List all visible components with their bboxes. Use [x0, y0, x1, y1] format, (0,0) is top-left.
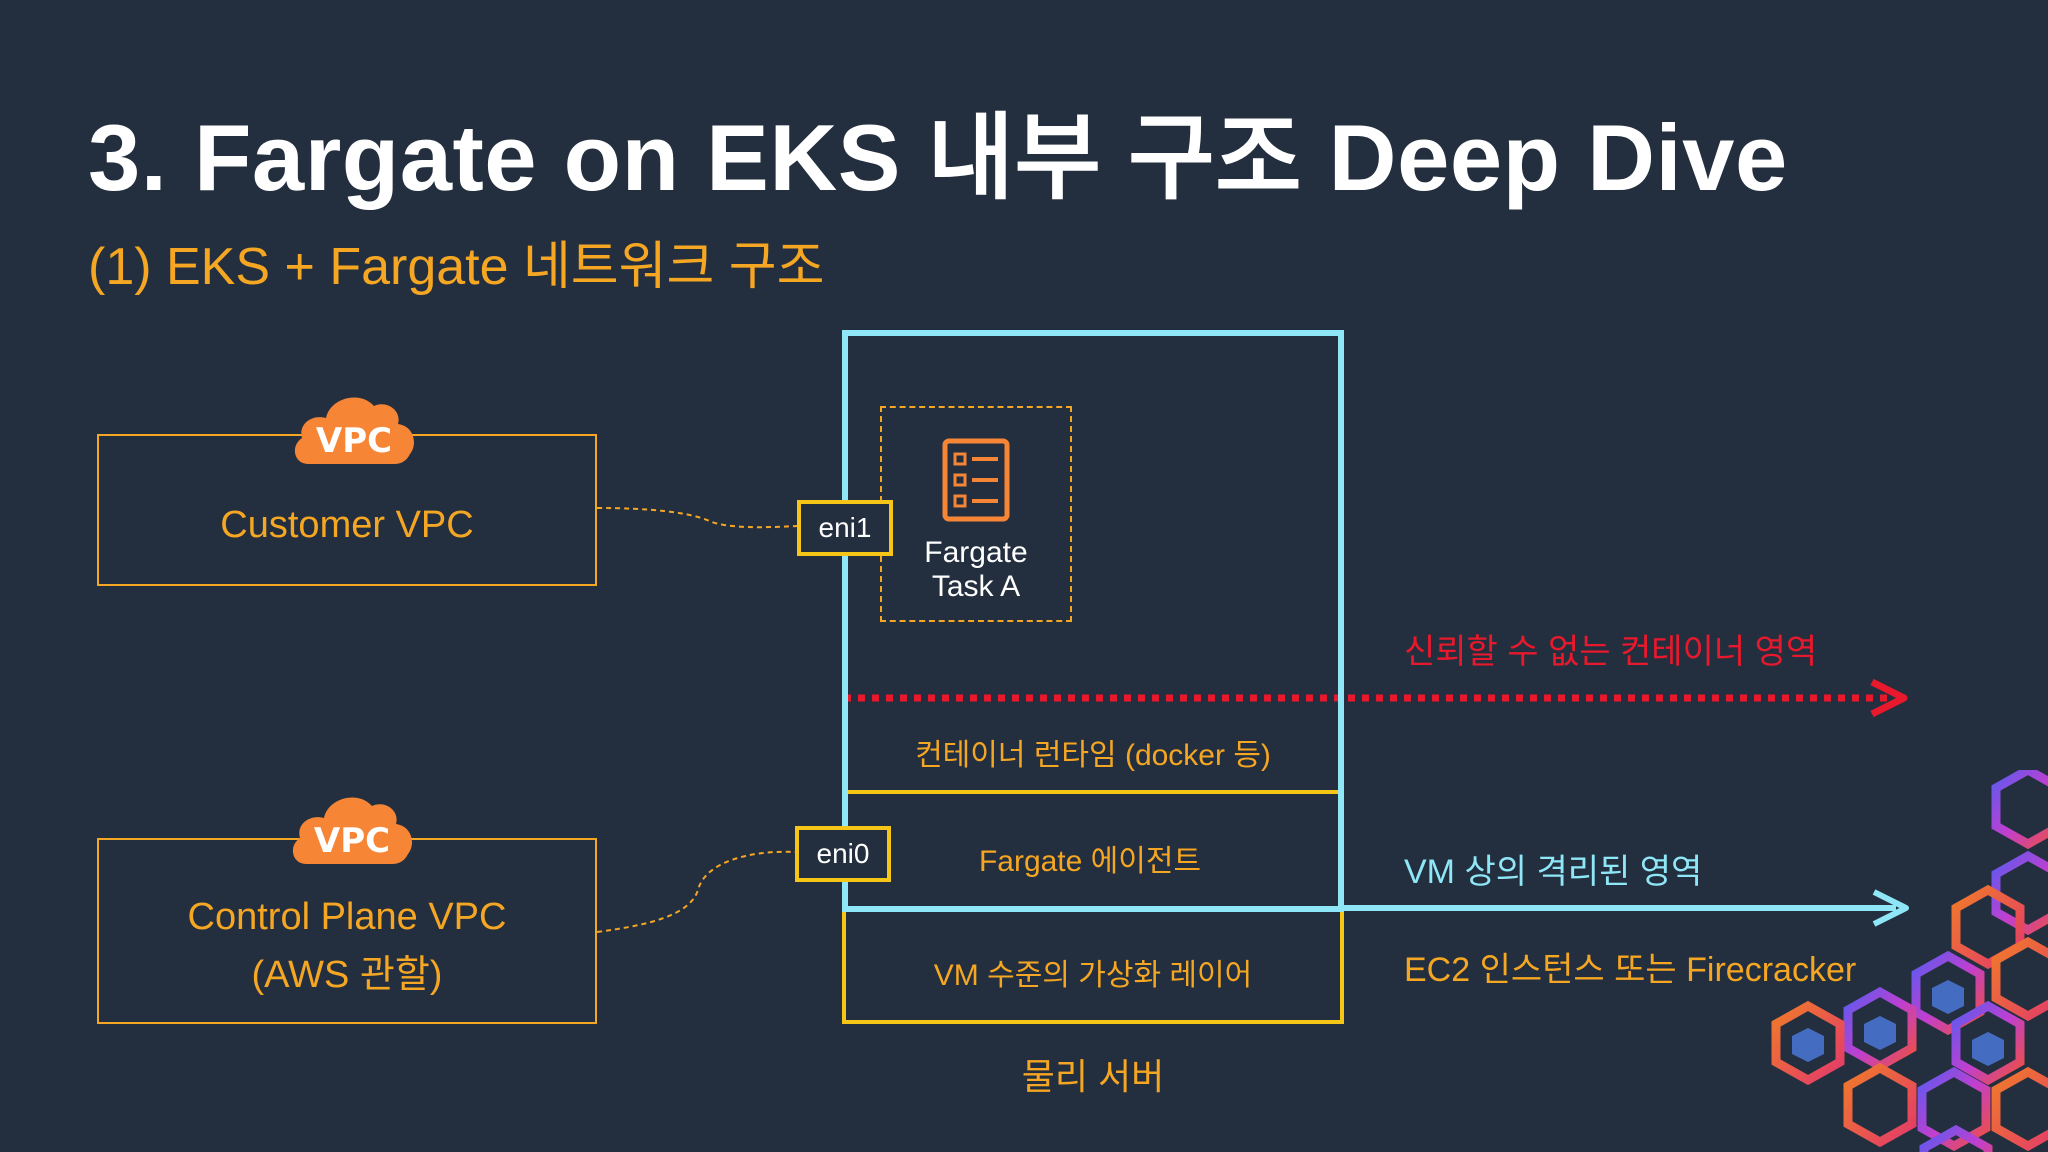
- cloud-icon: VPC: [294, 397, 414, 464]
- control-vpc-label-line1: Control Plane VPC: [187, 896, 507, 938]
- runtime-agent-divider: [846, 790, 1340, 794]
- vm-type-label: EC2 인스턴스 또는 Firecracker: [1404, 951, 1857, 989]
- eni0-box: eni0: [795, 826, 891, 882]
- fargate-task-box: Fargate Task A: [880, 406, 1072, 622]
- customer-vpc-label: Customer VPC: [220, 504, 474, 546]
- container-runtime-label: 컨테이너 런타임 (docker 등): [915, 739, 1271, 772]
- fargate-task-label-line2: Task A: [931, 570, 1021, 603]
- control-plane-vpc-box: Control Plane VPC (AWS 관할): [97, 838, 597, 1024]
- virtualization-layer-label: VM 수준의 가상화 레이어: [933, 959, 1253, 992]
- control-vpc-label-line2: (AWS 관할): [251, 954, 443, 996]
- cloud-icon: VPC: [292, 797, 412, 864]
- physical-server-label: 물리 서버: [1021, 1056, 1165, 1097]
- untrusted-arrow-head: [1870, 678, 1908, 718]
- fargate-task-label-line1: Fargate: [924, 536, 1028, 569]
- fargate-agent-label: Fargate 에이전트: [978, 845, 1202, 878]
- control-vpc-connector: [596, 850, 796, 933]
- isolation-arrow-head: [1872, 889, 1909, 927]
- eni1-box: eni1: [797, 500, 893, 556]
- isolated-area-label: VM 상의 격리된 영역: [1404, 853, 1703, 891]
- slide-subtitle: (1) EKS + Fargate 네트워크 구조: [88, 238, 825, 296]
- slide-title: 3. Fargate on EKS 내부 구조 Deep Dive: [88, 105, 1788, 210]
- control-vpc-badge: VPC: [314, 821, 390, 861]
- task-list-icon: [942, 438, 1010, 522]
- vm-isolation-box: [842, 330, 1344, 912]
- untrusted-area-label: 신뢰할 수 없는 컨테이너 영역: [1404, 633, 1818, 671]
- customer-vpc-badge: VPC: [316, 421, 392, 461]
- hexagon-logo: [1771, 770, 2048, 1152]
- customer-vpc-connector: [596, 507, 798, 529]
